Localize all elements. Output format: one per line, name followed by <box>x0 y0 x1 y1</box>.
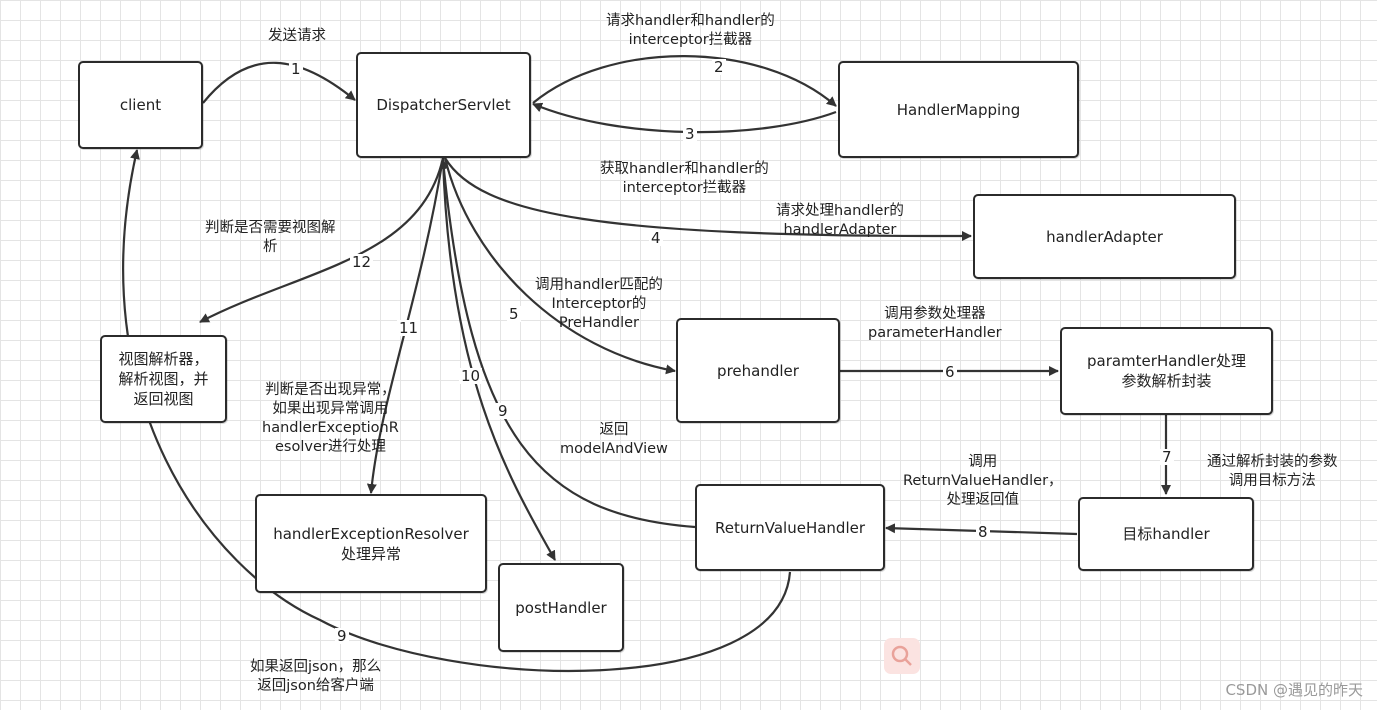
view-resolver-node: 视图解析器， 解析视图，并 返回视图 <box>100 335 227 423</box>
handler-mapping-label: HandlerMapping <box>896 100 1021 119</box>
step-6: 6 <box>943 363 957 381</box>
handler-mapping-node: HandlerMapping <box>838 61 1079 158</box>
step-9-client: 9 <box>335 627 349 645</box>
post-handler-label: postHandler <box>515 598 607 617</box>
label-json-return: 如果返回json，那么 返回json给客户端 <box>250 659 382 694</box>
arrow-5 <box>443 157 676 375</box>
step-5: 5 <box>507 305 521 323</box>
label-send-request: 发送请求 <box>268 28 326 44</box>
exception-resolver-node: handlerExceptionResolver 处理异常 <box>255 494 487 593</box>
label-check-exception: 判断是否出现异常， 如果出现异常调用 handlerExceptionR eso… <box>262 382 399 455</box>
view-resolver-label: 视图解析器， 解析视图，并 返回视图 <box>118 350 209 408</box>
label-call-target: 通过解析封装的参数 调用目标方法 <box>1207 454 1338 489</box>
step-12: 12 <box>350 253 374 271</box>
prehandler-label: prehandler <box>717 361 799 380</box>
return-value-handler-node: ReturnValueHandler <box>695 484 885 571</box>
search-badge-icon <box>884 638 920 674</box>
step-1: 1 <box>289 60 303 78</box>
label-call-param: 调用参数处理器 parameterHandler <box>868 306 1002 341</box>
return-value-handler-label: ReturnValueHandler <box>714 518 866 537</box>
client-node: client <box>78 61 203 149</box>
label-request-interceptor: 请求handler和handler的 interceptor拦截器 <box>606 13 775 48</box>
client-label: client <box>119 96 162 114</box>
arrow-10 <box>441 157 556 561</box>
watermark: CSDN @遇见的昨天 <box>1225 681 1363 699</box>
param-handler-node: paramterHandler处理 参数解析封装 <box>1060 327 1273 415</box>
handler-adapter-node: handlerAdapter <box>973 194 1236 279</box>
label-call-return: 调用 ReturnValueHandler， 处理返回值 <box>903 454 1063 508</box>
step-9-dispatcher: 9 <box>496 402 510 420</box>
step-8: 8 <box>976 523 990 541</box>
step-11: 11 <box>397 319 421 337</box>
step-3: 3 <box>683 125 697 143</box>
target-handler-node: 目标handler <box>1078 497 1254 571</box>
step-10: 10 <box>459 367 483 385</box>
label-get-interceptor: 获取handler和handler的 interceptor拦截器 <box>600 161 769 196</box>
target-handler-label: 目标handler <box>1122 525 1210 543</box>
prehandler-node: prehandler <box>676 318 840 423</box>
label-request-adapter: 请求处理handler的 handlerAdapter <box>776 203 904 238</box>
dispatcher-servlet-node: DispatcherServlet <box>356 52 531 158</box>
arrow-11 <box>366 157 445 494</box>
step-2: 2 <box>712 58 726 76</box>
param-handler-label: paramterHandler处理 参数解析封装 <box>1086 352 1247 390</box>
handler-adapter-label: handlerAdapter <box>1046 227 1163 246</box>
label-need-view: 判断是否需要视图解 析 <box>205 220 336 255</box>
label-call-interceptor: 调用handler匹配的 Interceptor的 PreHandler <box>535 277 663 331</box>
arrow-4 <box>444 157 972 242</box>
arrow-1 <box>202 61 356 104</box>
dispatcher-servlet-label: DispatcherServlet <box>376 96 511 114</box>
label-return-mav: 返回 modelAndView <box>560 422 668 457</box>
step-4: 4 <box>649 229 663 247</box>
magnifier-icon <box>891 645 912 666</box>
arrow-9-to-dispatcher <box>438 159 696 529</box>
exception-resolver-label: handlerExceptionResolver 处理异常 <box>273 524 469 563</box>
post-handler-node: postHandler <box>498 563 624 652</box>
arrow-2 <box>532 55 837 107</box>
step-7: 7 <box>1160 448 1174 466</box>
